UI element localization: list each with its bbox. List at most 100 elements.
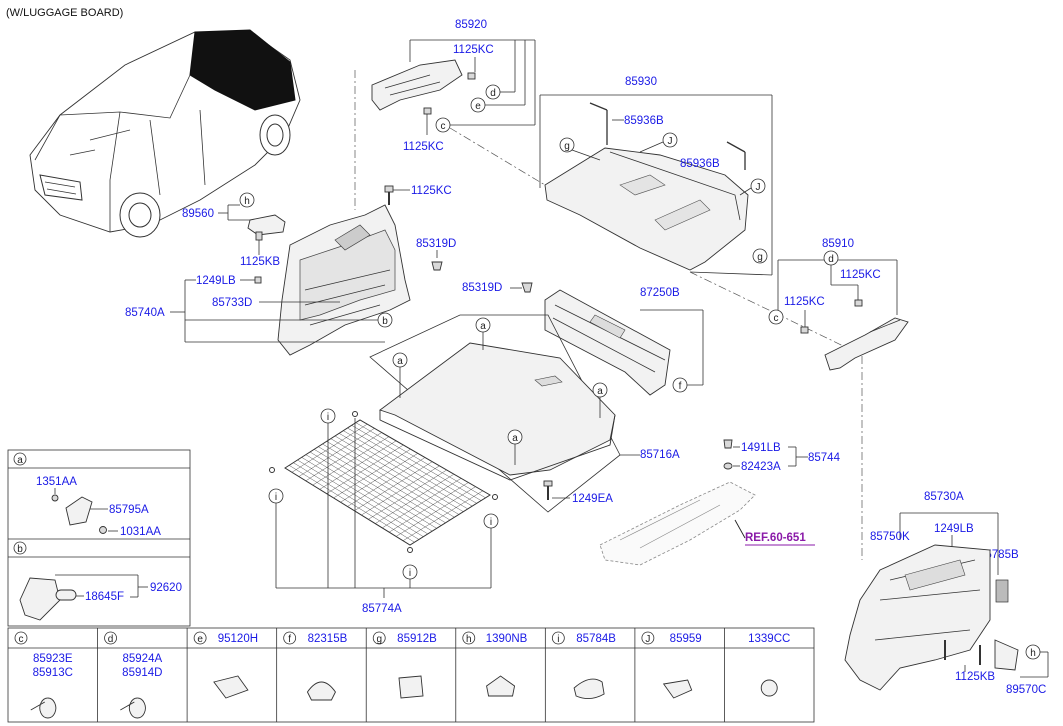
part-glyph-icon <box>573 678 605 699</box>
legend-cell-h: h 1390NB <box>462 631 528 697</box>
part-label-85733d: 85733D <box>212 297 252 309</box>
callout-d <box>485 84 501 100</box>
vehicle-illustration <box>29 29 301 238</box>
svg-text:d: d <box>490 88 496 99</box>
left-trim-85740a <box>277 204 411 356</box>
svg-text:h: h <box>244 196 250 207</box>
bracket-89570c <box>994 639 1019 671</box>
bolt-icon <box>423 107 432 115</box>
svg-text:J: J <box>668 136 673 147</box>
diagram-title: (W/LUGGAGE BOARD) <box>6 7 123 19</box>
part-label-85774a: 85774A <box>362 603 402 615</box>
part-label-85930: 85930 <box>625 76 657 88</box>
callout-g <box>559 137 575 153</box>
cover-tray-85930 <box>544 147 749 271</box>
part-label-1249lb-b: 1249LB <box>934 523 974 535</box>
svg-text:h: h <box>1030 648 1036 659</box>
part-label-85750k: 85750K <box>870 531 910 543</box>
legend-cell-g: g 85912B <box>372 631 437 699</box>
floor-panel-ref <box>599 481 756 566</box>
svg-text:d: d <box>828 254 834 265</box>
part-label-89560: 89560 <box>182 208 214 220</box>
clip-icon <box>723 439 733 449</box>
part-glyph-icon <box>120 697 146 719</box>
legend-letter: d <box>108 634 114 645</box>
legend-letter: i <box>557 634 559 645</box>
part-glyph-icon <box>760 679 778 697</box>
legend-ab: a b 1351AA 85795A 1031AA 18645F 92620 <box>7 449 191 627</box>
part-label-1031aa: 1031AA <box>120 526 161 538</box>
svg-text:c: c <box>774 313 779 324</box>
legend-code: 85784B <box>576 633 616 645</box>
ref-link[interactable]: REF.60-651 <box>745 532 806 544</box>
legend-code: 85923E <box>33 653 73 665</box>
callout-c <box>768 309 784 325</box>
sill-trim-87250b <box>544 289 671 396</box>
legend-code: 85912B <box>397 633 437 645</box>
svg-text:a: a <box>480 321 486 332</box>
callout-j <box>750 178 766 194</box>
rod-icon <box>726 141 746 153</box>
legend-code: 95120H <box>218 633 258 645</box>
svg-text:f: f <box>679 381 682 392</box>
part-glyph-icon <box>486 675 516 697</box>
part-glyph-icon <box>30 697 57 719</box>
svg-text:i: i <box>327 412 329 423</box>
legend-code: 1390NB <box>486 633 528 645</box>
part-label-85936b: 85936B <box>624 115 664 127</box>
legend-cell-i: i 85784B <box>551 631 616 699</box>
svg-text:a: a <box>17 455 23 466</box>
bolt-icon <box>800 326 809 334</box>
legend-letter: c <box>19 634 24 645</box>
hook-icon <box>407 547 413 553</box>
part-label-1125kc-e: 1125KC <box>784 296 825 308</box>
bolt-icon <box>384 185 394 205</box>
part-label-85936b-2: 85936B <box>680 158 720 170</box>
part-label-1125kc-top: 1125KC <box>453 44 494 56</box>
svg-text:g: g <box>757 252 763 263</box>
callout-h <box>239 192 255 208</box>
svg-text:b: b <box>382 316 388 327</box>
part-label-1351aa: 1351AA <box>36 476 77 488</box>
legend-letter: f <box>288 634 291 645</box>
hook-icon <box>269 467 275 473</box>
part-glyph-icon <box>398 675 424 699</box>
part-label-85910: 85910 <box>822 238 854 250</box>
part-label-85744: 85744 <box>808 452 841 464</box>
part-label-87250b: 87250B <box>640 287 680 299</box>
part-label-85795a: 85795A <box>109 504 149 516</box>
svg-text:a: a <box>397 356 403 367</box>
legend-letter: h <box>466 634 472 645</box>
hook-icon <box>352 411 358 417</box>
part-label-92620: 92620 <box>150 582 182 594</box>
bracket-85920 <box>371 59 476 111</box>
luggage-board-85716a <box>379 342 616 481</box>
callout-j <box>662 132 678 148</box>
cargo-net-85774a <box>269 411 498 553</box>
clip-icon <box>521 282 533 293</box>
svg-text:c: c <box>441 121 446 132</box>
svg-text:g: g <box>564 141 570 152</box>
svg-text:a: a <box>512 433 518 444</box>
clip-icon <box>431 261 443 271</box>
callout-f <box>672 377 688 393</box>
screw-icon <box>254 276 262 284</box>
part-label-85740a: 85740A <box>125 307 165 319</box>
callout-g <box>752 248 768 264</box>
legend-letter: g <box>376 634 382 645</box>
part-label-1125kc: 1125KC <box>411 185 452 197</box>
part-label-89570c: 89570C <box>1006 684 1046 696</box>
svg-text:a: a <box>597 386 603 397</box>
bolt-icon <box>854 299 863 307</box>
legend-code: 85924A <box>123 653 163 665</box>
part-label-85319d: 85319D <box>416 238 456 250</box>
legend-letter: J <box>645 634 650 645</box>
right-trim-85730a <box>844 544 991 691</box>
svg-text:i: i <box>490 517 492 528</box>
